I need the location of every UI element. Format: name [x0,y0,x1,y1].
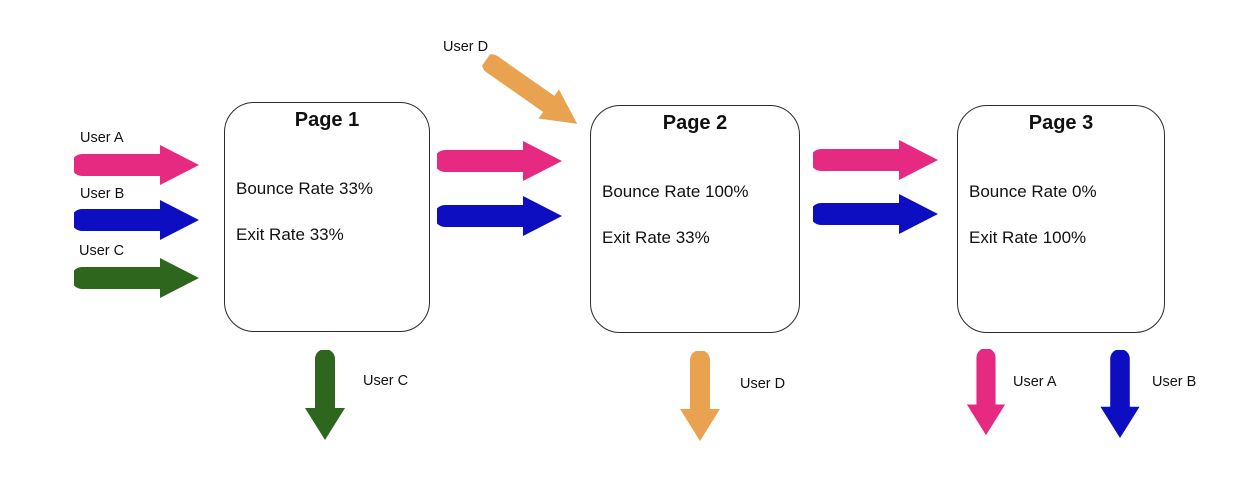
user-b-entry-arrow-icon [74,200,199,240]
page-3-bounce-rate: Bounce Rate 0% [969,182,1097,201]
transfer-2-3-blue-arrow-icon [813,194,938,234]
user-d-label: User D [443,39,489,55]
user-c-exit-arrow-icon [305,350,345,440]
transfer-1-2-blue-arrow-icon [437,196,562,236]
user-d-entry-arrow-icon [482,54,578,124]
user-a-exit-label: User A [1013,374,1057,390]
page-1-title: Page 1 [294,109,360,131]
page-2-box: Page 2 Bounce Rate 100% Exit Rate 33% [590,105,800,333]
user-c-label: User C [79,243,125,259]
page-1-exit-rate: Exit Rate 33% [236,225,344,244]
user-a-exit-arrow-icon [966,349,1006,436]
user-b-label: User B [80,186,125,202]
user-c-exit-label: User C [363,373,409,389]
page-3-exit-rate: Exit Rate 100% [969,228,1087,247]
user-a-label: User A [80,130,124,146]
user-d-exit-arrow-icon [680,351,720,441]
page-2-exit-rate: Exit Rate 33% [602,228,710,247]
user-b-exit-label: User B [1152,374,1197,390]
transfer-1-2-pink-arrow-icon [437,141,562,181]
page-3-box: Page 3 Bounce Rate 0% Exit Rate 100% [957,105,1165,333]
page-1-box: Page 1 Bounce Rate 33% Exit Rate 33% [224,102,430,332]
page-1-bounce-rate: Bounce Rate 33% [236,179,374,198]
user-c-entry-arrow-icon [74,258,199,298]
user-b-exit-arrow-icon [1100,350,1140,439]
page-2-bounce-rate: Bounce Rate 100% [602,182,749,201]
page-3-title: Page 3 [1028,112,1094,134]
user-a-entry-arrow-icon [74,145,199,185]
page-2-title: Page 2 [662,112,728,134]
user-d-exit-label: User D [740,376,786,392]
transfer-2-3-pink-arrow-icon [813,140,938,180]
